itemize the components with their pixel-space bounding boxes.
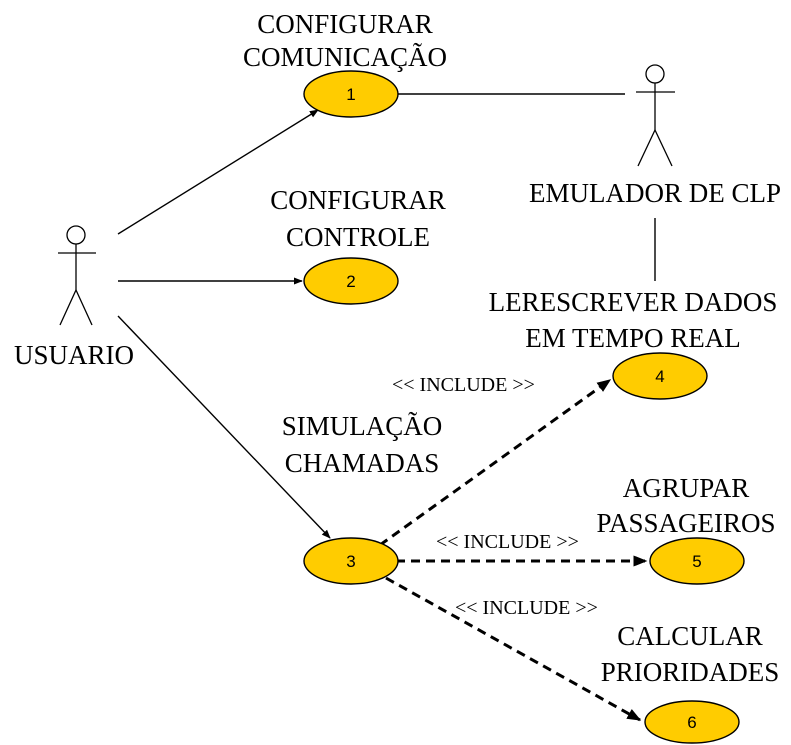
use-case-5-label-line-1: AGRUPAR [623,473,750,503]
use-case-3[interactable]: 3 [303,537,399,585]
use-case-2-label-line-2: CONTROLE [286,222,430,252]
usuario-label: USUARIO [14,340,134,370]
use-case-4-number: 4 [655,367,664,386]
emulador-label: EMULADOR DE CLP [529,178,781,208]
include-label-uc4: << INCLUDE >> [392,374,535,396]
use-case-4-label-line-1: LERESCREVER DADOS [489,287,778,317]
use-case-3-label-line-1: SIMULAÇÃO [282,411,443,441]
use-case-5[interactable]: 5 [649,537,745,585]
use-case-2-number: 2 [346,272,355,291]
use-case-3-number: 3 [346,552,355,571]
use-case-4-label-line-2: EM TEMPO REAL [525,323,741,353]
assoc-usuario-uc1 [117,109,319,235]
use-case-2[interactable]: 2 [303,257,399,305]
emulador-actor[interactable] [636,64,675,167]
use-case-6-label-line-1: CALCULAR [617,621,763,651]
use-case-1-label-line-1: CONFIGURAR [257,9,433,39]
include-uc3-uc6 [385,576,642,722]
use-case-6[interactable]: 6 [644,700,740,744]
use-case-3-label-line-2: CHAMADAS [285,448,440,478]
use-case-6-number: 6 [687,713,696,732]
use-case-1-label-line-2: COMUNICAÇÃO [243,42,447,72]
include-label-uc6: << INCLUDE >> [455,597,598,619]
use-case-2-label-line-1: CONFIGURAR [270,185,446,215]
use-case-4[interactable]: 4 [612,352,708,400]
usuario-actor[interactable] [58,225,96,326]
use-case-1[interactable]: 1 [303,70,399,118]
use-case-5-label-line-2: PASSAGEIROS [596,508,775,538]
use-case-5-number: 5 [692,552,701,571]
use-case-6-label-line-2: PRIORIDADES [601,657,780,687]
include-label-uc5: << INCLUDE >> [436,531,579,553]
include-uc3-uc4 [379,378,612,547]
use-case-1-number: 1 [346,85,355,104]
assoc-usuario-uc3 [117,315,331,539]
